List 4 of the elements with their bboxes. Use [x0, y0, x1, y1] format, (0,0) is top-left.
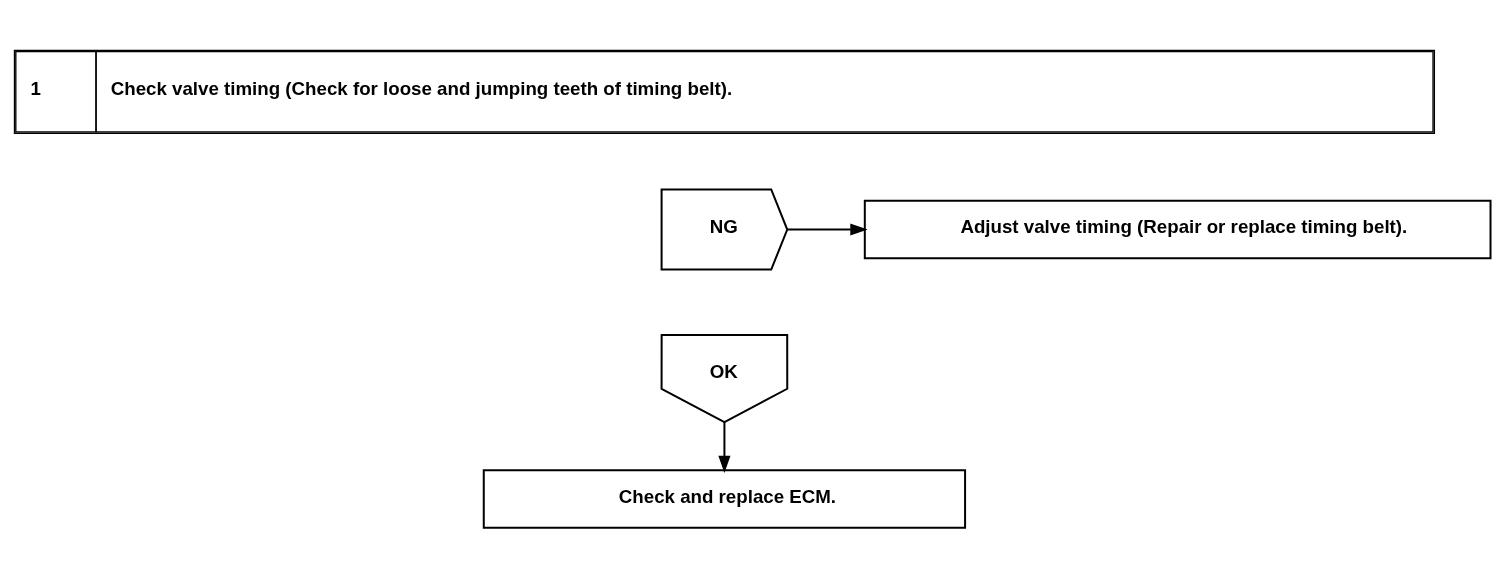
node-box: Check and replace ECM. — [482, 469, 966, 529]
arrow — [786, 223, 868, 236]
node-box: Adjust valve timing (Repair or replace timing belt). — [863, 199, 1492, 260]
arrow — [717, 422, 730, 474]
